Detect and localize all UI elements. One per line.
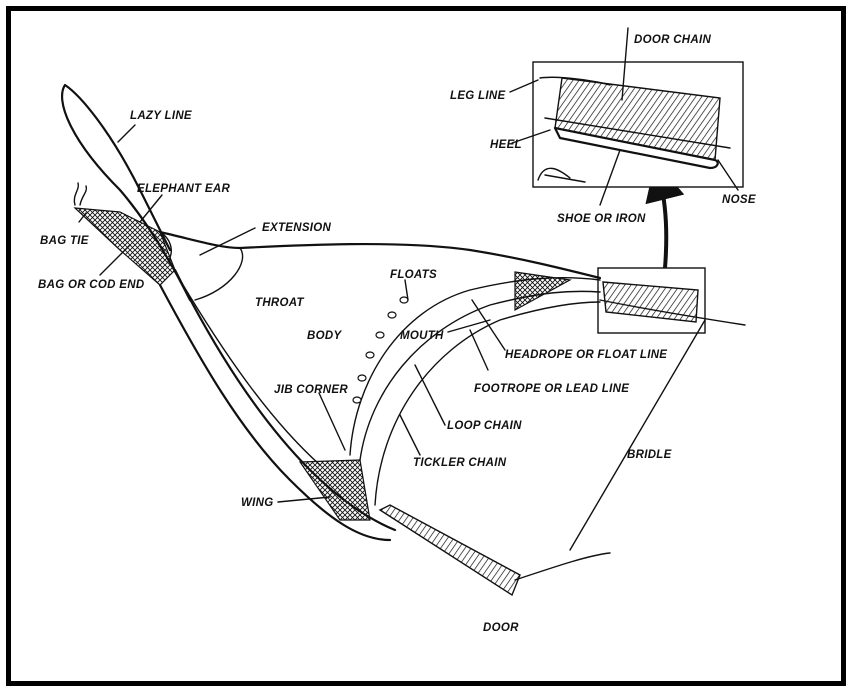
leg-line-small (599, 299, 746, 326)
door (378, 504, 521, 597)
elephant-ear (159, 231, 172, 263)
label-mouth: MOUTH (400, 330, 444, 342)
label-body: BODY (307, 330, 342, 342)
footrope (359, 290, 601, 461)
bridle (514, 319, 706, 581)
seafloor-inset (537, 167, 586, 183)
floats (352, 296, 409, 404)
label-headrope: HEADROPE OR FLOAT LINE (505, 349, 667, 361)
bag-tie (73, 182, 88, 206)
door-detail-box (597, 267, 706, 334)
label-tickler-chain: TICKLER CHAIN (413, 457, 507, 469)
label-wing: WING (241, 497, 274, 509)
zoom-arrow (645, 160, 685, 269)
net-lower-line-3 (179, 279, 321, 466)
label-floats: FLOATS (390, 269, 437, 281)
leg-line-inset (539, 76, 731, 149)
label-loop-chain: LOOP CHAIN (447, 420, 522, 432)
tickler-chain (374, 301, 601, 506)
mouth-mesh (514, 271, 572, 312)
label-leg-line: LEG LINE (450, 90, 505, 102)
net-lower-line-1 (158, 283, 392, 542)
label-extension: EXTENSION (262, 222, 332, 234)
cod-end (73, 207, 176, 286)
label-heel: HEEL (490, 139, 522, 151)
label-door: DOOR (483, 622, 519, 634)
door-small (602, 281, 699, 323)
label-lazy-line: LAZY LINE (130, 110, 192, 122)
shoe-inset (553, 126, 719, 170)
extension-flap (194, 247, 244, 301)
label-bag-or-cod-end: BAG OR COD END (38, 279, 144, 291)
label-elephant-ear: ELEPHANT EAR (137, 183, 230, 195)
label-throat: THROAT (255, 297, 305, 309)
label-jib-corner: JIB CORNER (274, 384, 348, 396)
label-nose: NOSE (722, 194, 756, 206)
label-bridle: BRIDLE (627, 449, 672, 461)
label-door-chain: DOOR CHAIN (634, 34, 712, 46)
net-upper-line (158, 230, 602, 280)
label-footrope: FOOTROPE OR LEAD LINE (474, 383, 629, 395)
wing-mesh (298, 459, 371, 521)
label-bag-tie: BAG TIE (40, 235, 89, 247)
label-shoe-or-iron: SHOE OR IRON (557, 213, 646, 225)
leader-lines (78, 27, 739, 503)
